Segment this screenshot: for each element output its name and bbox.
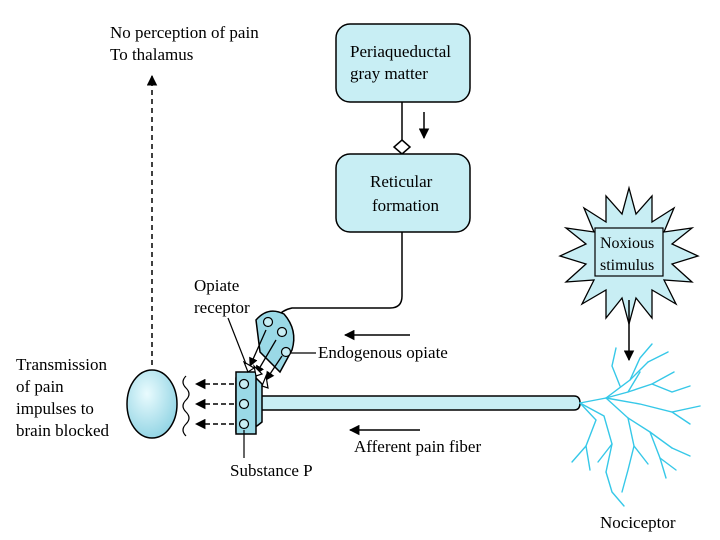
transmission-label-1: Transmission (16, 355, 108, 374)
opiate-arrow (255, 339, 277, 375)
substance-p-vesicle (238, 398, 250, 410)
reticular-label-2: formation (372, 196, 440, 215)
substance-p-vesicle (238, 378, 250, 390)
opiate-vesicle (262, 316, 274, 328)
transmission-label-4: brain blocked (16, 421, 109, 440)
opiate-receptor-pointer (227, 317, 247, 365)
opiate-receptor (253, 364, 264, 377)
opiate-arrow (265, 355, 283, 381)
synaptic-cleft (182, 375, 190, 437)
nociceptor-label: Nociceptor (600, 513, 676, 532)
reticular-formation-box (335, 153, 471, 233)
opiate-vesicle (280, 346, 292, 358)
synapse-diamond (392, 139, 412, 155)
opiate-receptor-label-1: Opiate (194, 276, 239, 295)
no-perception-label-2: To thalamus (110, 45, 193, 64)
no-perception-label-1: No perception of pain (110, 23, 259, 42)
opiate-arrow (249, 329, 267, 367)
descending-fiber (275, 232, 403, 319)
periaqueductal-gray-box (335, 23, 471, 103)
noxious-label-2: stimulus (600, 257, 654, 274)
substance-p-vesicle (238, 418, 250, 430)
noxious-label-1: Noxious (600, 235, 654, 252)
substance-p-label: Substance P (230, 461, 313, 480)
noxious-stimulus-box (594, 227, 664, 277)
afferent-axon (255, 395, 581, 411)
afferent-fiber-label: Afferent pain fiber (354, 437, 481, 456)
postsynaptic-neuron-icon (126, 369, 178, 439)
periaqueductal-label-2: gray matter (350, 64, 428, 83)
transmission-label-3: impulses to (16, 399, 94, 418)
reticular-label-1: Reticular (370, 172, 433, 191)
nociceptor-endings (571, 343, 701, 507)
periaqueductal-label-1: Periaqueductal (350, 42, 451, 61)
opiate-vesicle (276, 326, 288, 338)
endogenous-opiate-label: Endogenous opiate (318, 343, 448, 362)
opiate-receptor (242, 360, 256, 373)
transmission-label-2: of pain (16, 377, 64, 396)
opiate-receptor-label-2: receptor (194, 298, 250, 317)
opiate-receptor (261, 373, 269, 389)
